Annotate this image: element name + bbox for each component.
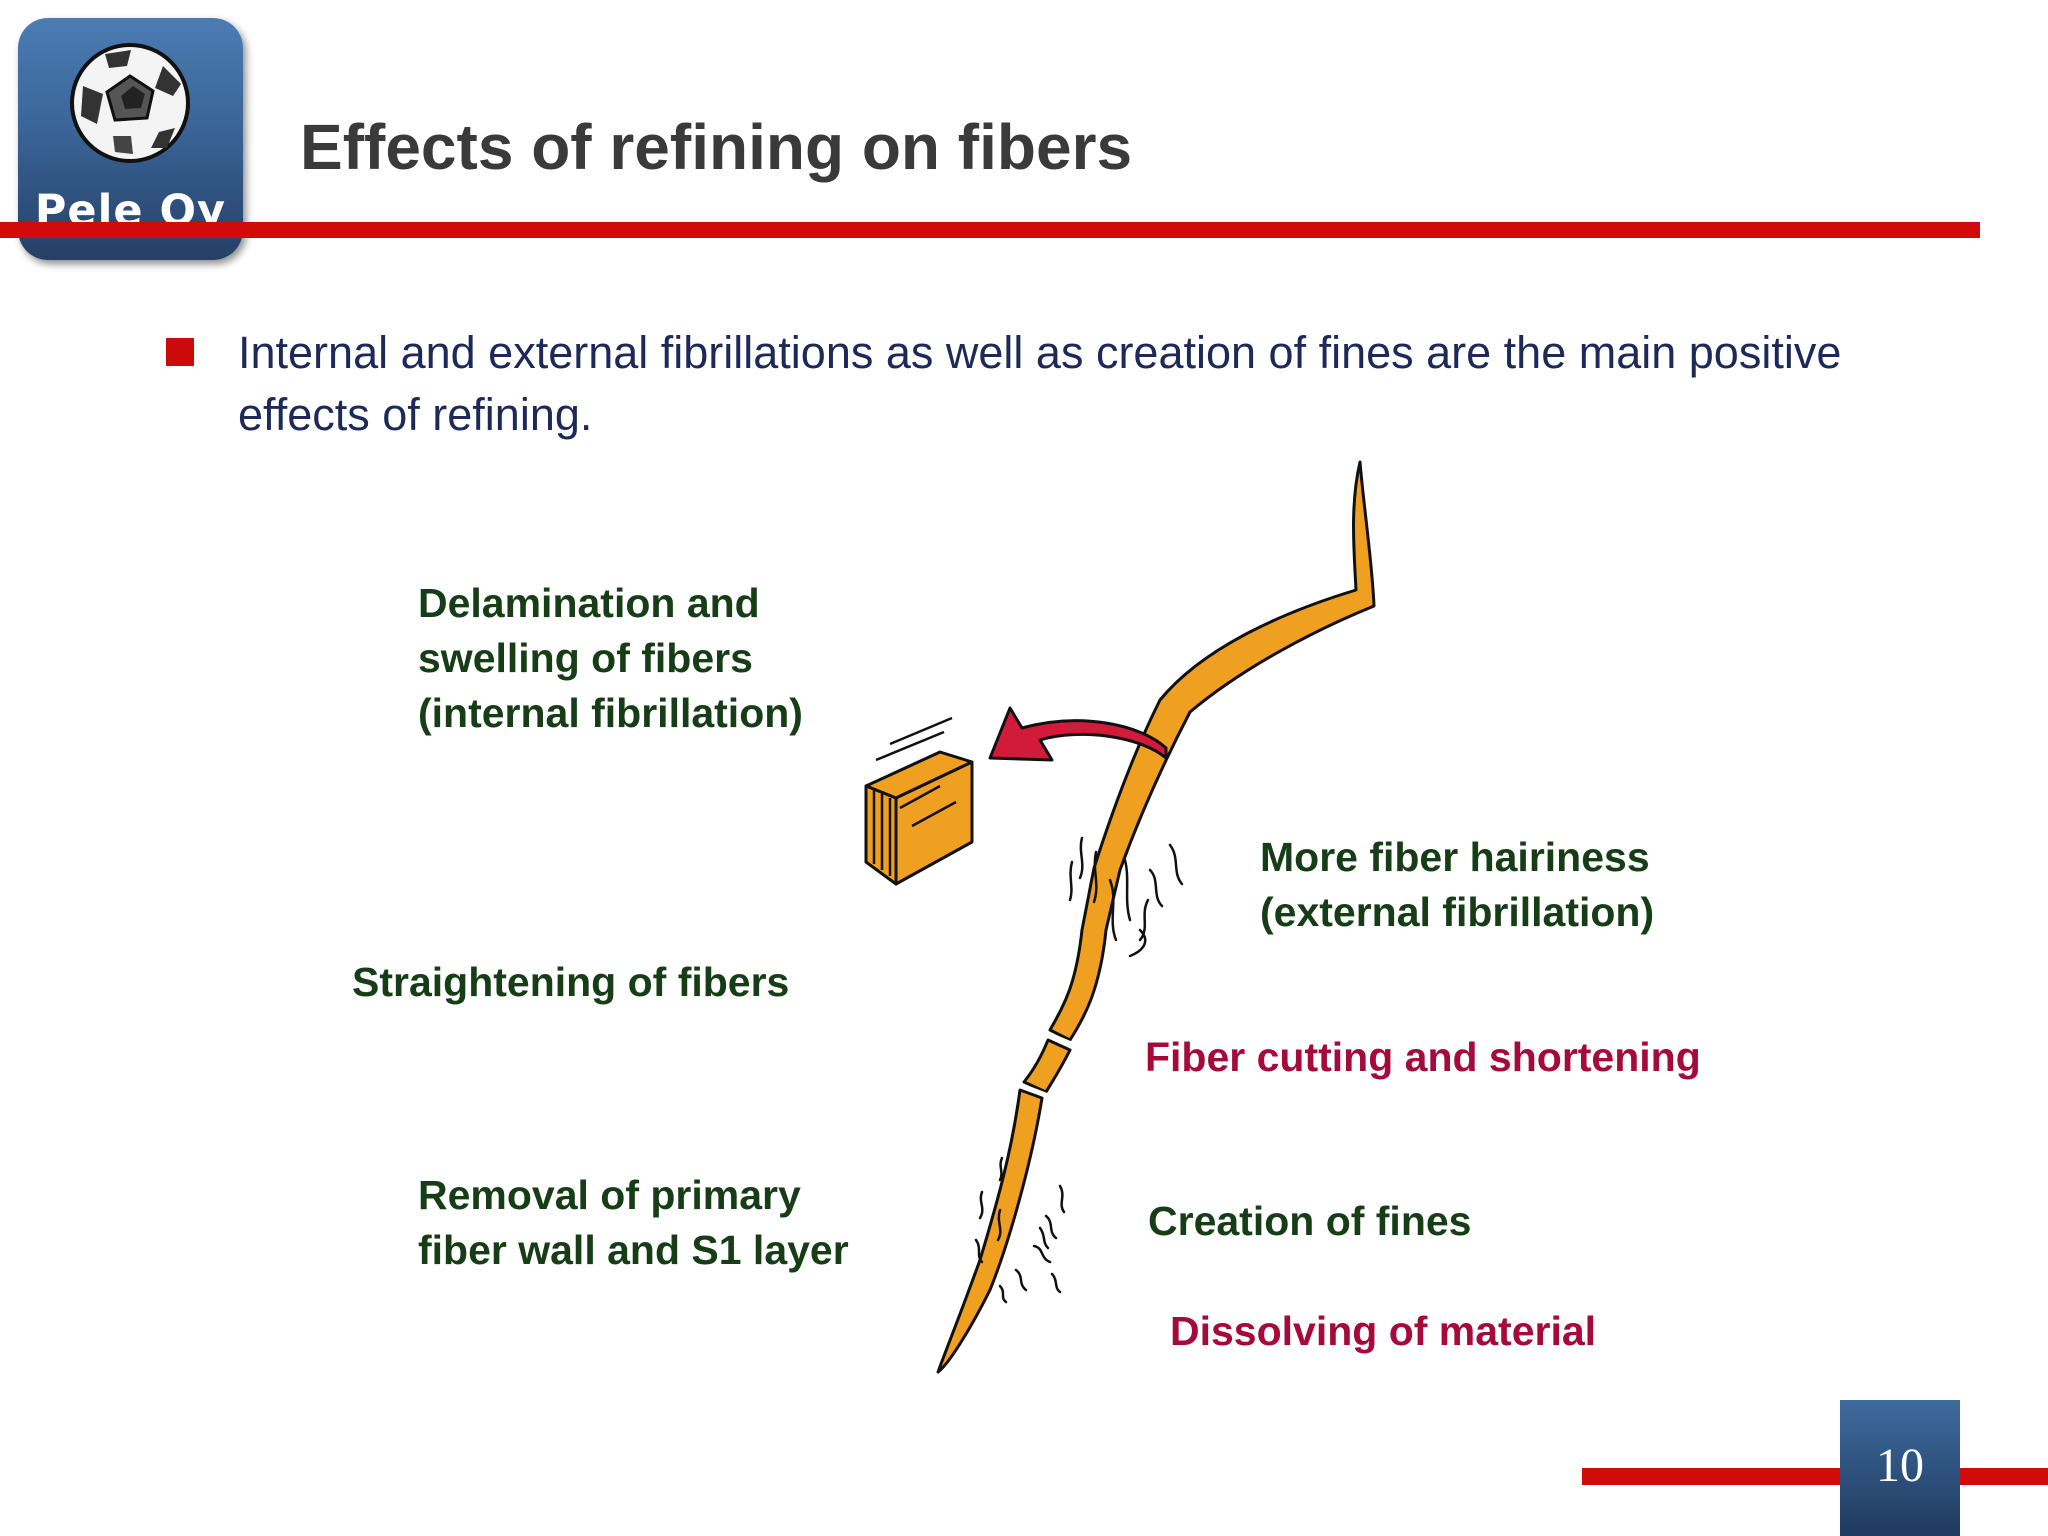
label-straightening: Straightening of fibers <box>352 959 790 1005</box>
slide-title: Effects of refining on fibers <box>300 111 1133 183</box>
fiber-middle-segment <box>1022 1038 1072 1094</box>
label-dissolving: Dissolving of material <box>1170 1308 1597 1354</box>
page-number-box: 10 <box>1840 1400 1960 1536</box>
label-cutting: Fiber cutting and shortening <box>1145 1034 1701 1080</box>
fines-particles <box>974 1156 1066 1304</box>
label-fines: Creation of fines <box>1148 1198 1472 1244</box>
delaminated-fiber-block <box>864 716 974 886</box>
fiber-top-segment <box>1048 460 1376 1042</box>
label-removal: Removal of primary fiber wall and S1 lay… <box>418 1172 849 1273</box>
label-hairiness: More fiber hairiness (external fibrillat… <box>1260 834 1655 935</box>
bullet-text: Internal and external fibrillations as w… <box>238 327 1842 440</box>
curved-arrow-icon <box>988 706 1168 762</box>
bullet-square-icon <box>166 338 194 366</box>
label-delamination: Delamination and swelling of fibers (int… <box>418 580 803 736</box>
pele-oy-logo: Pele Oy <box>18 18 243 260</box>
fiber-cut-marks <box>1021 1032 1077 1099</box>
soccer-ball-icon <box>70 43 190 163</box>
fiber-illustration <box>936 460 1376 1374</box>
title-underline <box>0 222 1980 238</box>
fiber-hairs <box>1068 836 1184 958</box>
footer-rule <box>1582 1468 2048 1485</box>
fiber-bottom-segment <box>936 1088 1044 1374</box>
page-number: 10 <box>1876 1439 1924 1492</box>
